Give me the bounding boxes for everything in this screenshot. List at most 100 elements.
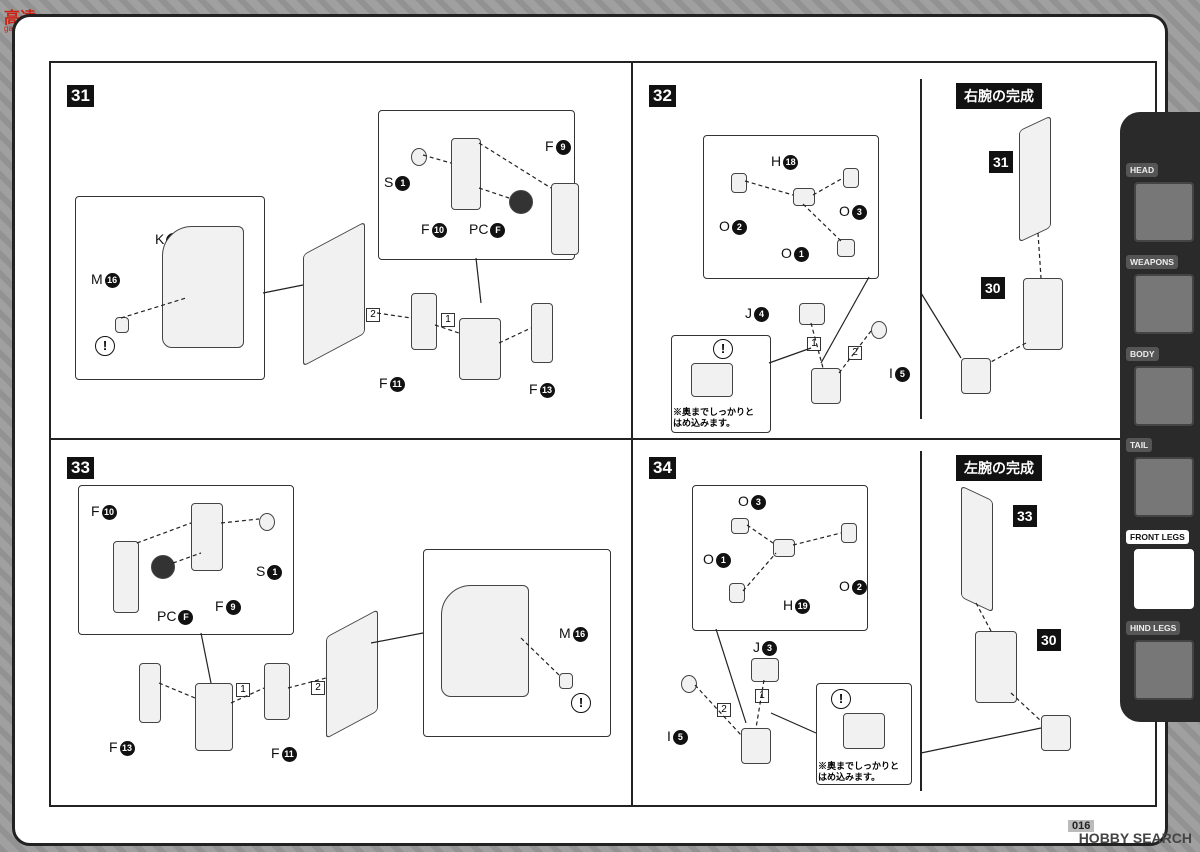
part-o1 bbox=[837, 239, 855, 257]
part-j3 bbox=[751, 658, 779, 682]
tab-weapons[interactable]: WEAPONS bbox=[1126, 252, 1196, 334]
part-f9 bbox=[551, 183, 579, 255]
note-text: ※奥までしっかりとはめ込みます。 bbox=[673, 407, 755, 428]
tab-body[interactable]: BODY bbox=[1126, 344, 1196, 426]
ref-step-30: 30 bbox=[981, 277, 1005, 299]
tab-front-legs[interactable]: FRONT LEGS bbox=[1126, 527, 1196, 609]
weapons-icon bbox=[1134, 274, 1194, 334]
part-claw bbox=[1041, 715, 1071, 751]
watermark: HOBBY SEARCH bbox=[1078, 830, 1192, 846]
part-i5 bbox=[681, 675, 697, 693]
steps-grid: 31 K15 M16 ! S1 F10 PCF F9 2 1 F11 F13 3… bbox=[49, 61, 1157, 807]
assembly-guide-lines bbox=[120, 142, 1042, 754]
ref-step-31: 31 bbox=[989, 151, 1013, 173]
warning-icon: ! bbox=[713, 339, 733, 359]
part-k15 bbox=[162, 226, 244, 348]
part-hand-detail bbox=[691, 363, 733, 397]
row-divider bbox=[51, 438, 1155, 440]
part-o3 bbox=[843, 168, 859, 188]
part-arm-joint-assembly bbox=[1023, 278, 1063, 350]
part-pc-f bbox=[509, 190, 533, 214]
part-k13 bbox=[441, 585, 529, 697]
order-2: 2 bbox=[311, 681, 325, 695]
part-o2 bbox=[731, 173, 747, 193]
part-f11 bbox=[411, 293, 437, 350]
step-number-32: 32 bbox=[649, 85, 676, 107]
ref-step-33: 33 bbox=[1013, 505, 1037, 527]
order-1: 1 bbox=[441, 313, 455, 327]
front-legs-icon bbox=[1134, 549, 1194, 609]
part-hand bbox=[811, 368, 841, 404]
part-f11 bbox=[264, 663, 290, 720]
tab-hind-legs[interactable]: HIND LEGS bbox=[1126, 618, 1196, 700]
right-arm-complete-caption: 右腕の完成 bbox=[956, 83, 1042, 109]
note-text: ※奥までしっかりとはめ込みます。 bbox=[818, 761, 900, 782]
warning-icon: ! bbox=[831, 689, 851, 709]
tab-tail[interactable]: TAIL bbox=[1126, 435, 1196, 517]
part-f10 bbox=[113, 541, 139, 613]
part-arm-joint-assembly bbox=[975, 631, 1017, 703]
part-hand bbox=[741, 728, 771, 764]
part-i5 bbox=[871, 321, 887, 339]
tail-icon bbox=[1134, 457, 1194, 517]
part-f9 bbox=[191, 503, 223, 571]
order-1: 1 bbox=[807, 337, 821, 351]
order-2: 2 bbox=[848, 346, 862, 360]
hind-legs-icon bbox=[1134, 640, 1194, 700]
left-arm-complete-caption: 左腕の完成 bbox=[956, 455, 1042, 481]
part-o2 bbox=[841, 523, 857, 543]
part-arm-joint bbox=[459, 318, 501, 380]
warning-icon: ! bbox=[95, 336, 115, 356]
column-divider bbox=[631, 63, 633, 805]
part-f10 bbox=[451, 138, 481, 210]
part-s1 bbox=[259, 513, 275, 531]
order-2: 2 bbox=[366, 308, 380, 322]
part-m16 bbox=[559, 673, 573, 689]
tab-head[interactable]: HEAD bbox=[1126, 160, 1196, 242]
part-hand-detail bbox=[843, 713, 885, 749]
part-s1 bbox=[411, 148, 427, 166]
part-arm-joint bbox=[195, 683, 233, 751]
step-34-divider bbox=[920, 451, 922, 791]
part-o1 bbox=[729, 583, 745, 603]
step-number-31: 31 bbox=[67, 85, 94, 107]
part-f13 bbox=[531, 303, 553, 363]
part-pc-f bbox=[151, 555, 175, 579]
part-f13 bbox=[139, 663, 161, 723]
order-1: 1 bbox=[236, 683, 250, 697]
warning-icon: ! bbox=[571, 693, 591, 713]
head-icon bbox=[1134, 182, 1194, 242]
step-number-33: 33 bbox=[67, 457, 94, 479]
step-number-34: 34 bbox=[649, 457, 676, 479]
part-h19 bbox=[773, 539, 795, 557]
ref-step-30: 30 bbox=[1037, 629, 1061, 651]
part-claw bbox=[961, 358, 991, 394]
step-32-divider bbox=[920, 79, 922, 419]
